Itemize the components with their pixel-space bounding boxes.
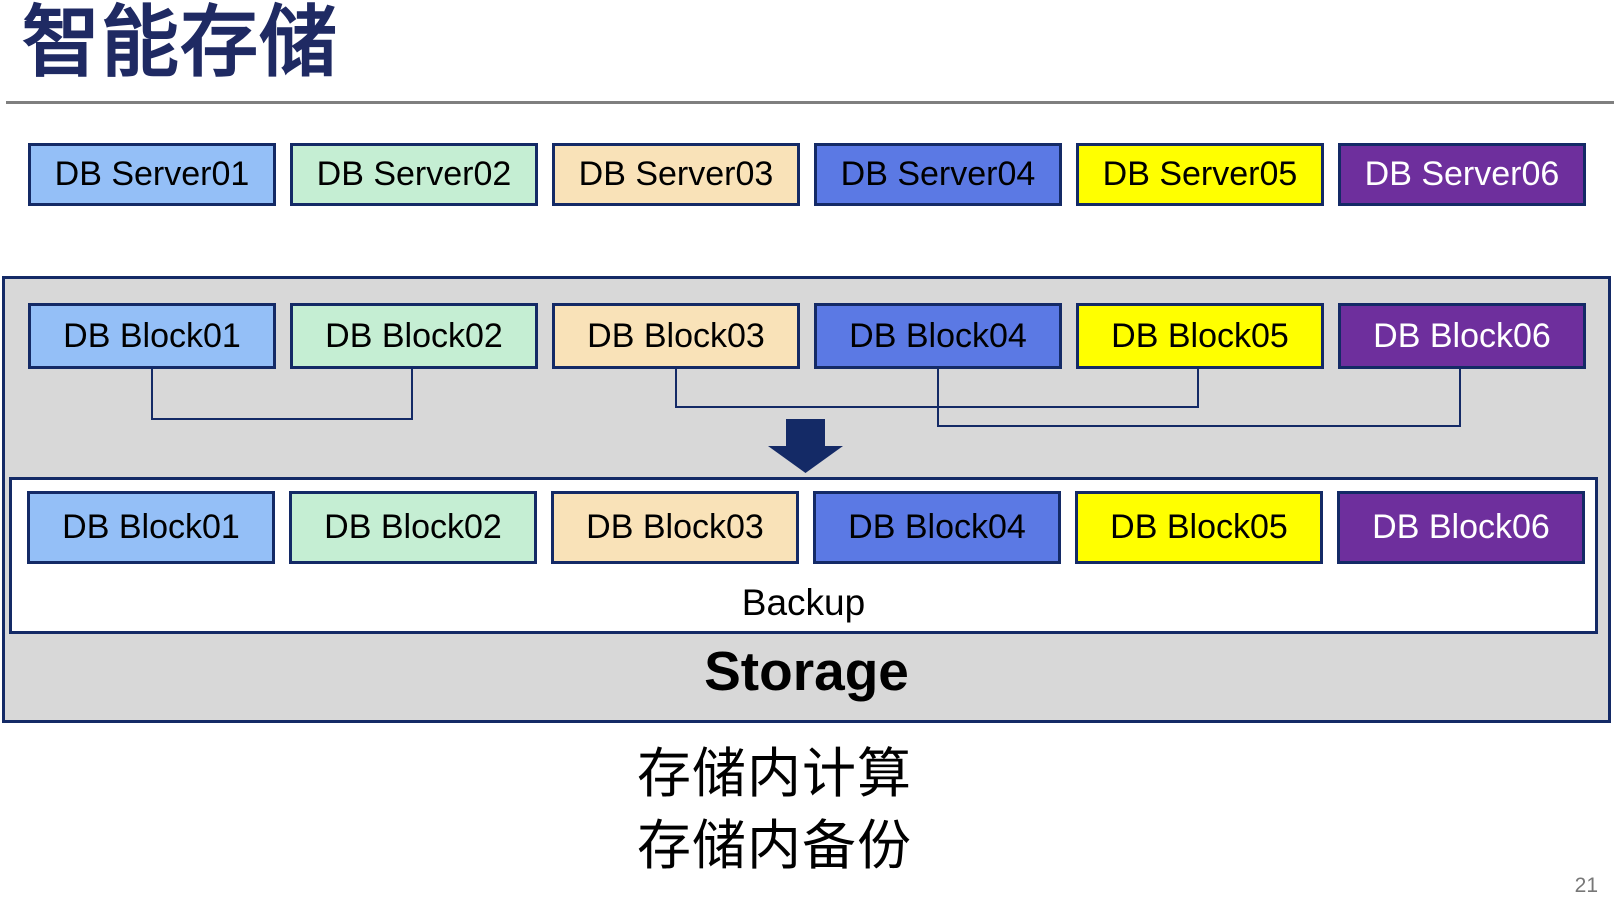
connector-block01-block02 xyxy=(151,369,413,420)
db-block-top-04: DB Block04 xyxy=(814,303,1062,369)
page-title: 智能存储 xyxy=(22,0,339,86)
db-block-top-02: DB Block02 xyxy=(290,303,538,369)
db-block-top-03: DB Block03 xyxy=(552,303,800,369)
storage-container: DB Block01 DB Block02 DB Block03 DB Bloc… xyxy=(2,276,1611,723)
backup-label: Backup xyxy=(741,582,866,623)
connector-block04-block06 xyxy=(937,369,1461,427)
db-server-04: DB Server04 xyxy=(814,143,1062,206)
page-number: 21 xyxy=(1574,874,1598,897)
db-server-05: DB Server05 xyxy=(1076,143,1324,206)
db-block-bottom-02: DB Block02 xyxy=(289,491,537,564)
db-block-bottom-06: DB Block06 xyxy=(1337,491,1585,564)
title-divider xyxy=(6,101,1614,104)
note-line-1: 存储内计算 xyxy=(637,744,912,804)
storage-label: Storage xyxy=(704,640,909,702)
db-server-01: DB Server01 xyxy=(28,143,276,206)
db-block-bottom-04: DB Block04 xyxy=(813,491,1061,564)
db-block-bottom-03: DB Block03 xyxy=(551,491,799,564)
db-block-bottom-05: DB Block05 xyxy=(1075,491,1323,564)
db-block-top-06: DB Block06 xyxy=(1338,303,1586,369)
db-block-bottom-01: DB Block01 xyxy=(27,491,275,564)
block-row-bottom: DB Block01 DB Block02 DB Block03 DB Bloc… xyxy=(27,491,1585,564)
server-row: DB Server01 DB Server02 DB Server03 DB S… xyxy=(28,143,1586,206)
db-block-top-01: DB Block01 xyxy=(28,303,276,369)
block-row-top: DB Block01 DB Block02 DB Block03 DB Bloc… xyxy=(28,303,1586,369)
down-arrow-icon xyxy=(768,419,843,473)
db-server-02: DB Server02 xyxy=(290,143,538,206)
slide-notes: 存储内计算 存储内备份 xyxy=(637,738,912,882)
note-line-2: 存储内备份 xyxy=(637,816,912,876)
db-server-03: DB Server03 xyxy=(552,143,800,206)
db-block-top-05: DB Block05 xyxy=(1076,303,1324,369)
db-server-06: DB Server06 xyxy=(1338,143,1586,206)
backup-container: DB Block01 DB Block02 DB Block03 DB Bloc… xyxy=(9,477,1598,634)
